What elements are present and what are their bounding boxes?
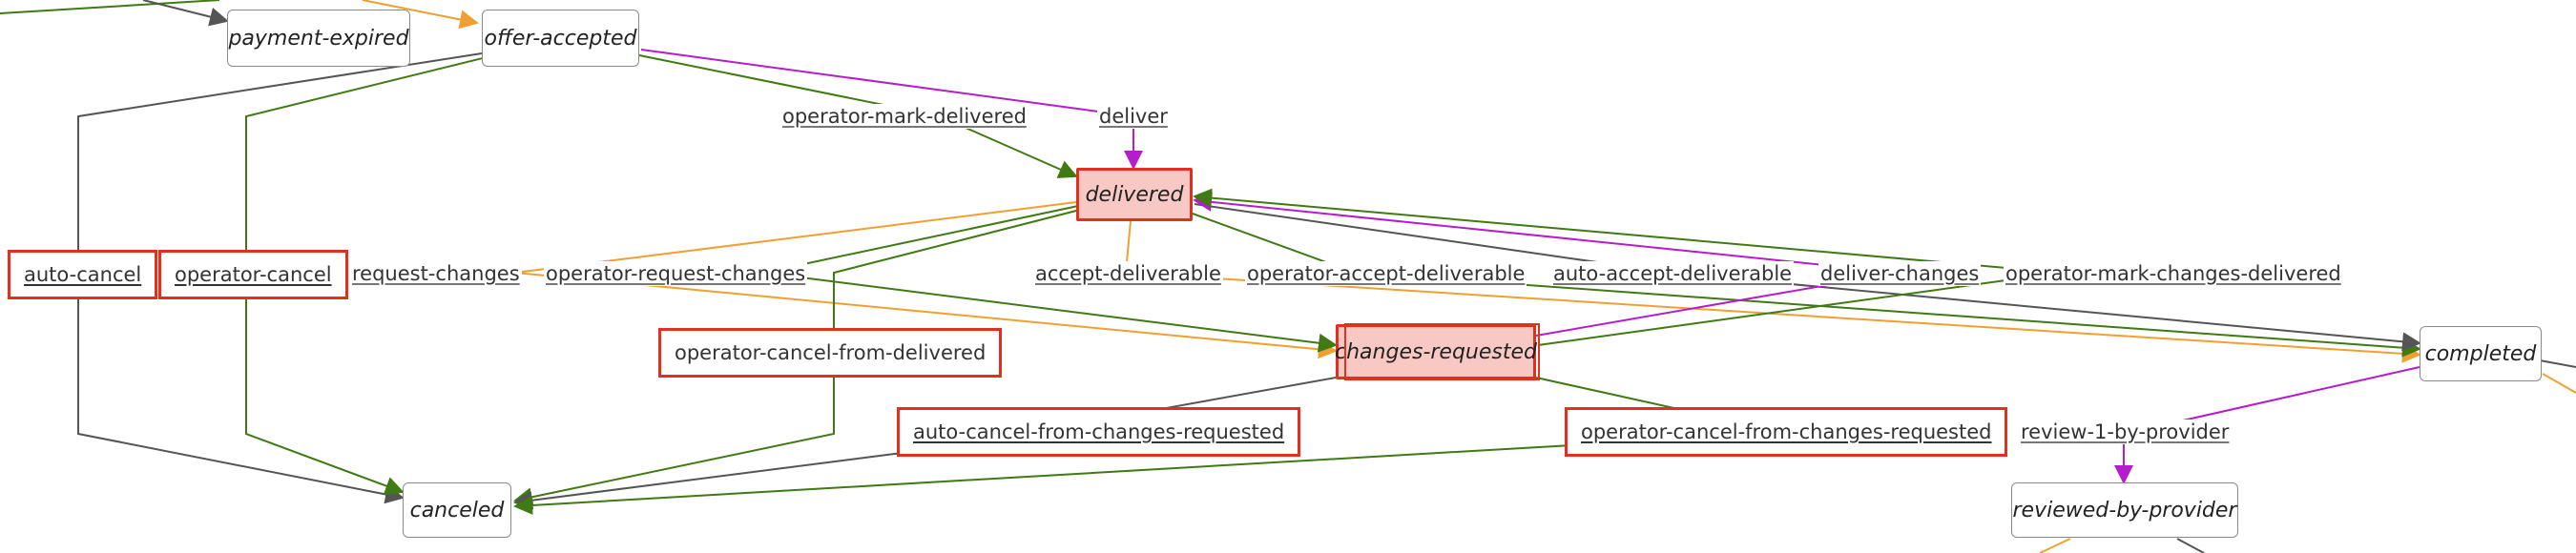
state-changes-requested[interactable]: changes-requested [1335,323,1540,380]
transition-review-1-by-provider[interactable]: review-1-by-provider [2019,420,2232,444]
state-offer-accepted[interactable]: offer-accepted [482,10,639,67]
transition-accept-deliverable[interactable]: accept-deliverable [1033,261,1223,286]
transition-deliver[interactable]: deliver [1097,104,1170,129]
transition-operator-accept-deliverable[interactable]: operator-accept-deliverable [1245,261,1527,286]
transition-request-changes[interactable]: request-changes [350,261,522,286]
state-label: reviewed-by-provider [2012,498,2237,522]
state-delivered[interactable]: delivered [1076,168,1193,221]
state-reviewed-by-provider[interactable]: reviewed-by-provider [2011,482,2238,538]
state-label: payment-expired [228,26,409,51]
transition-operator-request-changes[interactable]: operator-request-changes [544,261,808,286]
state-label: canceled [409,498,505,522]
transition-operator-cancel[interactable]: operator-cancel [158,250,348,299]
transition-deliver-changes[interactable]: deliver-changes [1818,261,1982,286]
transition-operator-cancel-from-delivered[interactable]: operator-cancel-from-delivered [658,328,1003,378]
state-canceled[interactable]: canceled [403,482,511,538]
transition-operator-cancel-from-changes-requested[interactable]: operator-cancel-from-changes-requested [1565,407,2008,457]
state-label: delivered [1085,182,1184,207]
state-completed[interactable]: completed [2420,326,2542,381]
state-label: offer-accepted [484,26,637,51]
state-label: changes-requested [1335,339,1537,364]
transition-auto-cancel-from-changes-requested[interactable]: auto-cancel-from-changes-requested [897,407,1301,457]
transition-operator-mark-changes-delivered[interactable]: operator-mark-changes-delivered [2004,261,2343,286]
transition-auto-cancel[interactable]: auto-cancel [8,250,158,299]
transition-auto-accept-deliverable[interactable]: auto-accept-deliverable [1551,261,1795,286]
transition-operator-mark-delivered[interactable]: operator-mark-delivered [780,104,1028,129]
state-label: completed [2424,341,2537,366]
state-payment-expired[interactable]: payment-expired [227,10,410,67]
